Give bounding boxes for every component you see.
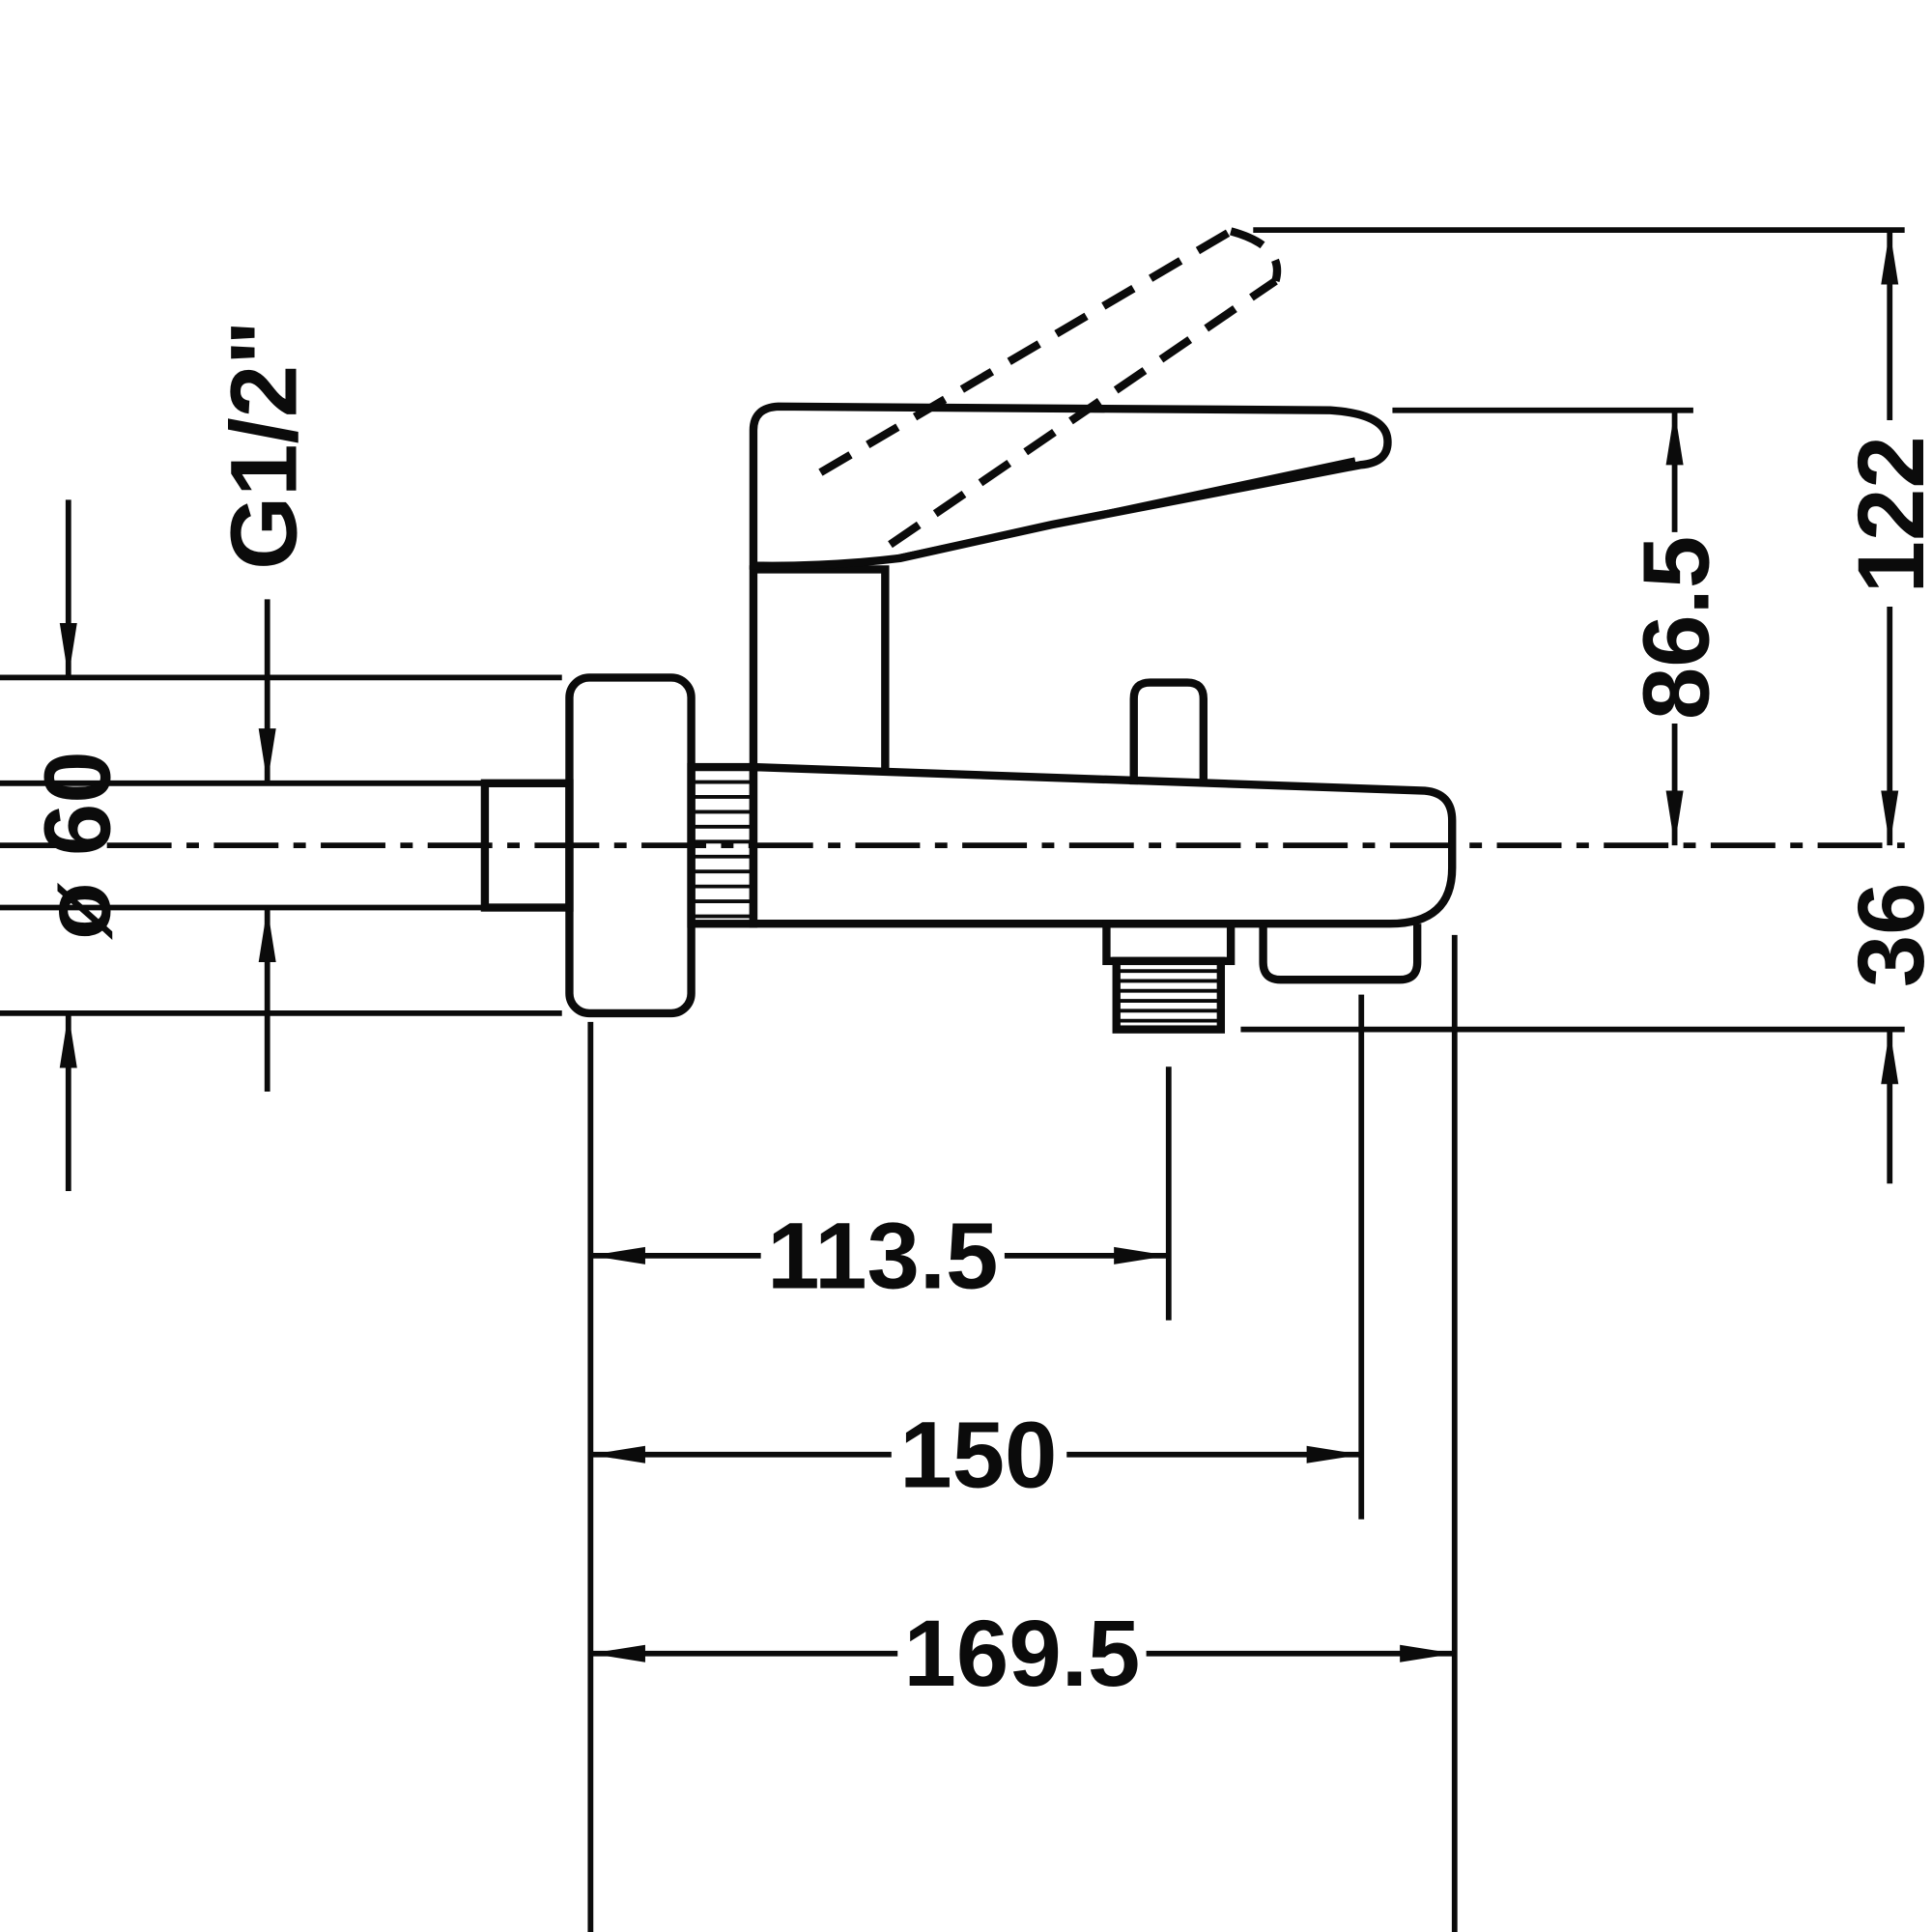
- inlet-nipple: [480, 779, 574, 912]
- dimension-arrows: [59, 230, 1899, 1662]
- lever-handle-solid: [749, 402, 1392, 570]
- extension-lines-left: [0, 674, 562, 1016]
- dimension-labels: G1/2" ø 60 122 86.5 36 113.5 150 169.5: [23, 321, 1932, 1707]
- dim-label-lever-height: 86.5: [1622, 536, 1728, 720]
- dim-label-spout-projection: 150: [899, 1401, 1057, 1507]
- lever-handle-raised-dashed: [818, 227, 1282, 549]
- mixer-body: [749, 762, 1457, 928]
- cartridge-housing: [749, 565, 890, 770]
- dim-label-outlet-offset: 113.5: [767, 1202, 998, 1308]
- dim-label-inlet-thread: G1/2": [210, 321, 316, 570]
- lever-handle-edge-line: [887, 457, 1356, 562]
- thread-connector-hatch: [694, 780, 752, 919]
- extension-lines-bottom: [587, 934, 1458, 1932]
- lever-raised-top-line: [818, 227, 1234, 476]
- dim-label-overall-height: 122: [1837, 436, 1932, 593]
- dim-label-below-axis: 36: [1837, 882, 1932, 987]
- bottom-outlet-collar: [1102, 920, 1236, 966]
- faucet-outline: [480, 227, 1457, 1034]
- lever-raised-tip-arc: [1230, 227, 1282, 283]
- dim-label-overall-projection: 169.5: [904, 1600, 1141, 1706]
- extension-lines-right: [1240, 227, 1905, 1033]
- bottom-outlet-thread: [1112, 956, 1226, 1034]
- dim-label-flange-diameter: ø 60: [23, 751, 129, 940]
- diverter-knob: [1129, 678, 1208, 785]
- lever-raised-bottom-line: [888, 277, 1278, 549]
- bottom-outlet-thread-hatch: [1119, 969, 1219, 1023]
- shower-outlet: [1259, 923, 1422, 984]
